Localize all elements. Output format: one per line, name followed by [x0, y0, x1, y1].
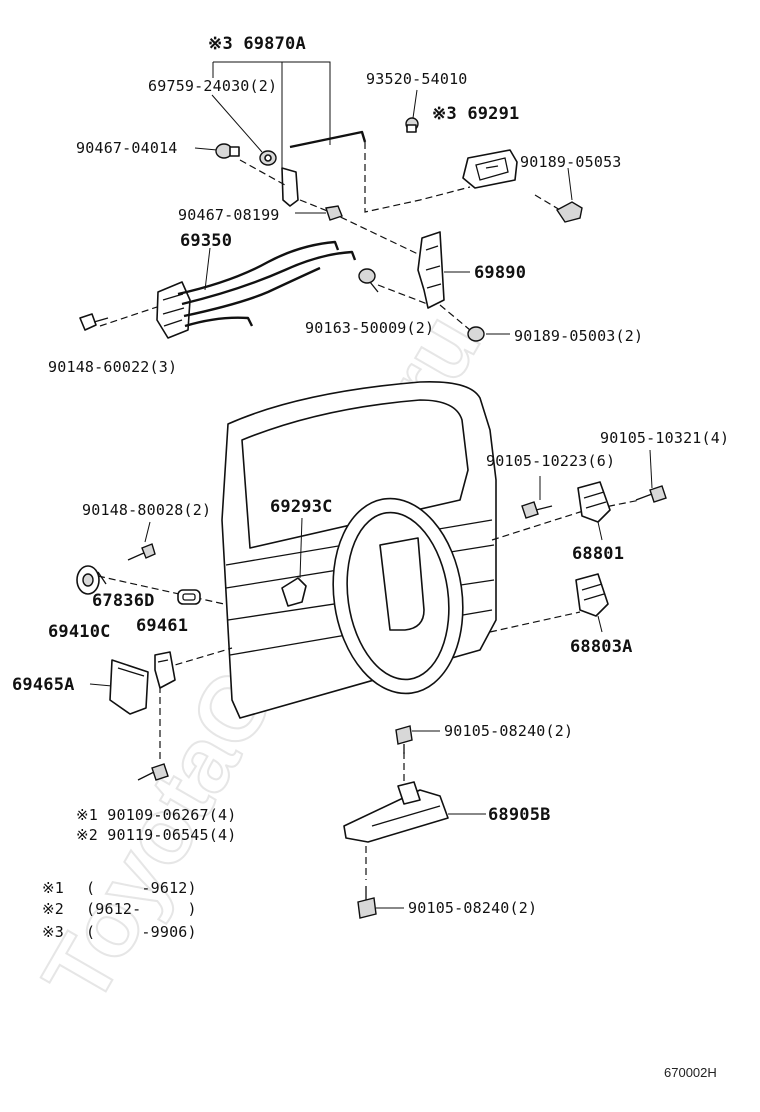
bolt-90148-80028	[127, 521, 156, 561]
label-90105-10321: 90105-10321(4)	[600, 429, 729, 447]
dash-upper-5	[439, 304, 471, 331]
bracket-68905B	[343, 781, 486, 843]
nut-93520-54010	[405, 89, 419, 133]
bolt-90163-50009	[358, 268, 379, 293]
footnotes: ※1 ( -9612) ※2 (9612- ) ※3 ( -9906)	[42, 879, 197, 941]
label-90148-80028: 90148-80028(2)	[82, 501, 211, 519]
note-mark-3: ※3	[42, 923, 64, 941]
bolt-90105-10321	[635, 449, 667, 503]
back-door-panel	[221, 381, 497, 719]
striker-69890	[417, 231, 470, 309]
label-68801: 68801	[572, 544, 624, 564]
grommet-67836D	[177, 589, 201, 605]
hook-69461	[154, 651, 176, 689]
note-range-1: ( -9612)	[86, 879, 197, 897]
dash-door-3	[164, 647, 233, 669]
bolt-90109-90119	[137, 763, 169, 781]
label-69461: 69461	[136, 616, 188, 636]
label-93520-54010: 93520-54010	[366, 70, 468, 88]
label-69759-24030: 69759-24030(2)	[148, 77, 277, 95]
dash-upper-4	[377, 284, 431, 306]
leader-69870A	[212, 61, 331, 175]
label-90105-10223: 90105-10223(6)	[486, 452, 615, 470]
note-range-3: ( -9906)	[86, 923, 197, 941]
note-mark-2: ※2	[42, 900, 64, 918]
screw-90189-05053	[555, 167, 583, 223]
label-69293C: 69293C	[270, 497, 333, 517]
note-mark-1: ※1	[42, 879, 64, 897]
note-range-2: (9612- )	[86, 900, 197, 918]
label-90109-06267: ※1 90109-06267(4)	[76, 806, 236, 824]
hinge-68801	[577, 481, 611, 541]
leader-69759	[211, 94, 263, 153]
label-90163-50009: 90163-50009(2)	[305, 319, 434, 337]
label-90189-05053: 90189-05053	[520, 153, 622, 171]
label-90467-08199: 90467-08199	[178, 206, 280, 224]
bolt-90148-60022	[79, 313, 109, 331]
control-rod	[289, 130, 367, 149]
label-69465A: 69465A	[12, 675, 75, 695]
label-69291: ※3 69291	[432, 104, 520, 124]
label-67836D: 67836D	[92, 591, 155, 611]
link-69870A	[281, 167, 299, 207]
diagram-code: 670002H	[664, 1065, 717, 1080]
clip-90467-04014	[194, 143, 240, 159]
bolt-90105-08240-top	[395, 725, 440, 754]
label-69410C: 69410C	[48, 622, 111, 642]
dash-upper-7	[534, 194, 561, 211]
label-69890: 69890	[474, 263, 526, 283]
label-68905B: 68905B	[488, 805, 551, 825]
clip-90467-08199	[295, 205, 343, 221]
label-69350: 69350	[180, 231, 232, 251]
dash-upper-6	[99, 305, 161, 327]
lock-69350	[156, 240, 357, 339]
bolt-90105-10223	[521, 476, 553, 519]
label-90189-05003: 90189-05003(2)	[514, 327, 643, 345]
bolt-90105-08240-bottom	[357, 886, 404, 919]
dash-door-1	[491, 499, 641, 541]
dash-upper-2	[364, 142, 471, 213]
inside-handle-69291	[462, 149, 518, 189]
block-69465A	[89, 659, 149, 715]
nut-90189-05003	[467, 326, 510, 342]
bushing-69759	[259, 150, 277, 166]
hinge-69410C	[76, 565, 107, 595]
label-90119-06545: ※2 90119-06545(4)	[76, 826, 236, 844]
label-90105-08240-bottom: 90105-08240(2)	[408, 899, 537, 917]
dash-door-2	[489, 611, 581, 633]
label-90467-04014: 90467-04014	[76, 139, 178, 157]
label-90148-60022: 90148-60022(3)	[48, 358, 177, 376]
label-69870A: ※3 69870A	[208, 34, 306, 54]
label-68803A: 68803A	[570, 637, 633, 657]
hinge-68803A	[575, 573, 609, 633]
label-90105-08240-top: 90105-08240(2)	[444, 722, 573, 740]
dash-upper-3	[299, 199, 421, 256]
handle-bracket-69293C	[281, 517, 307, 607]
dash-upper-1	[239, 159, 286, 186]
